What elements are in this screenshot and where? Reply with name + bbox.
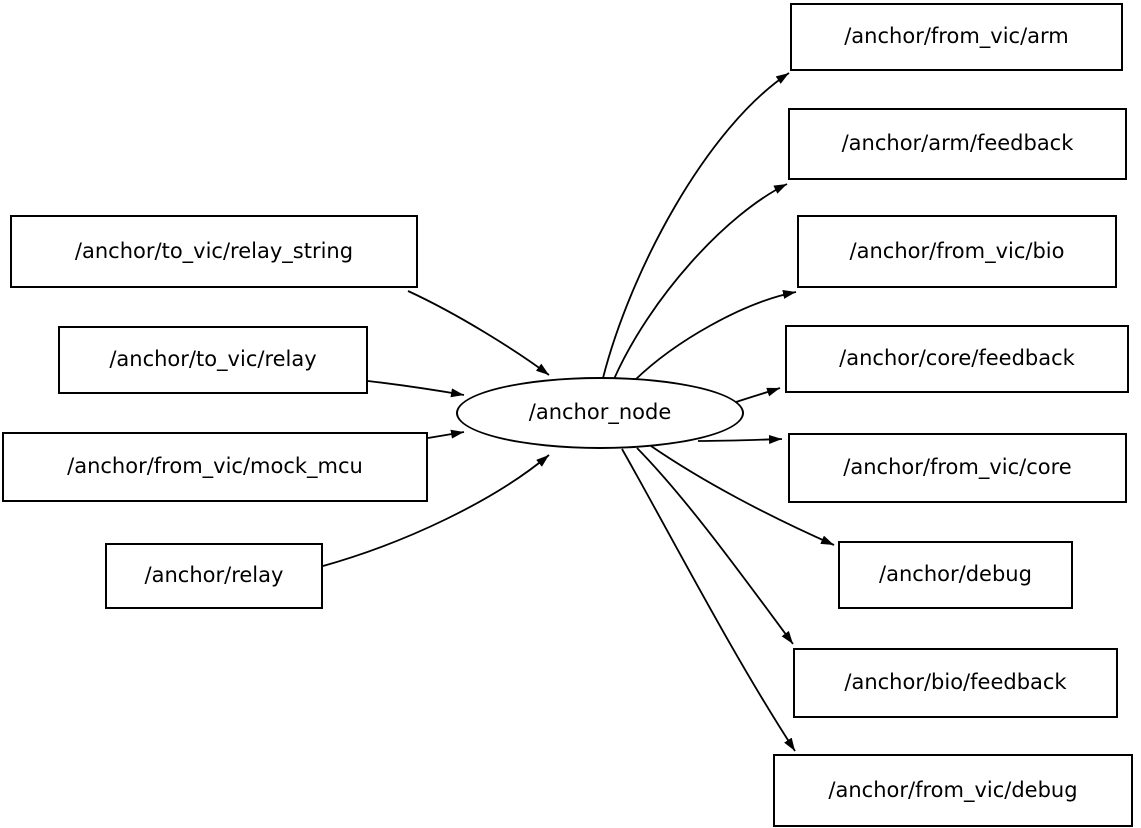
edge-from-vic-mock-mcu-to-anchor-node [427, 429, 465, 439]
node-label: /anchor/arm/feedback [841, 131, 1074, 156]
node-label: /anchor_node [528, 400, 672, 425]
node-label: /anchor/debug [879, 562, 1032, 587]
node-label: /anchor/from_vic/bio [849, 238, 1065, 263]
edge-relay-to-anchor-node [322, 454, 550, 567]
node-debug: /anchor/debug [838, 541, 1073, 609]
node-bio-feedback: /anchor/bio/feedback [793, 648, 1118, 718]
edge-anchor-node-to-from-vic-bio [633, 290, 797, 382]
edge-anchor-node-to-arm-feedback [613, 183, 788, 380]
node-label: /anchor/relay [144, 563, 284, 588]
node-label: /anchor/to_vic/relay [109, 347, 317, 372]
node-label: /anchor/core/feedback [839, 346, 1075, 371]
node-to-vic-relay-string: /anchor/to_vic/relay_string [10, 215, 418, 288]
edge-to-vic-relay-string-to-anchor-node [407, 290, 550, 376]
node-core-feedback: /anchor/core/feedback [785, 325, 1129, 393]
edge-anchor-node-to-debug [650, 445, 835, 546]
node-from-vic-debug: /anchor/from_vic/debug [773, 754, 1133, 827]
node-anchor-node: /anchor_node [456, 377, 744, 449]
node-from-vic-mock-mcu: /anchor/from_vic/mock_mcu [2, 432, 428, 502]
node-label: /anchor/to_vic/relay_string [74, 238, 354, 263]
node-arm-feedback: /anchor/arm/feedback [788, 108, 1127, 180]
node-label: /anchor/from_vic/core [843, 455, 1072, 480]
node-to-vic-relay: /anchor/to_vic/relay [58, 326, 368, 394]
edge-anchor-node-to-core-feedback [735, 387, 781, 403]
edge-anchor-node-to-bio-feedback [636, 447, 794, 645]
node-from-vic-arm: /anchor/from_vic/arm [790, 3, 1123, 71]
edge-anchor-node-to-from-vic-core [697, 434, 783, 444]
edge-anchor-node-to-from-vic-arm [602, 72, 790, 379]
node-label: /anchor/from_vic/mock_mcu [67, 454, 363, 479]
node-label: /anchor/from_vic/arm [844, 24, 1069, 49]
node-from-vic-bio: /anchor/from_vic/bio [797, 215, 1117, 288]
node-label: /anchor/from_vic/debug [828, 777, 1078, 802]
node-from-vic-core: /anchor/from_vic/core [788, 433, 1127, 503]
node-relay: /anchor/relay [105, 543, 323, 609]
edge-to-vic-relay-to-anchor-node [367, 380, 465, 398]
node-label: /anchor/bio/feedback [844, 670, 1067, 695]
edge-anchor-node-to-from-vic-debug [621, 448, 796, 752]
